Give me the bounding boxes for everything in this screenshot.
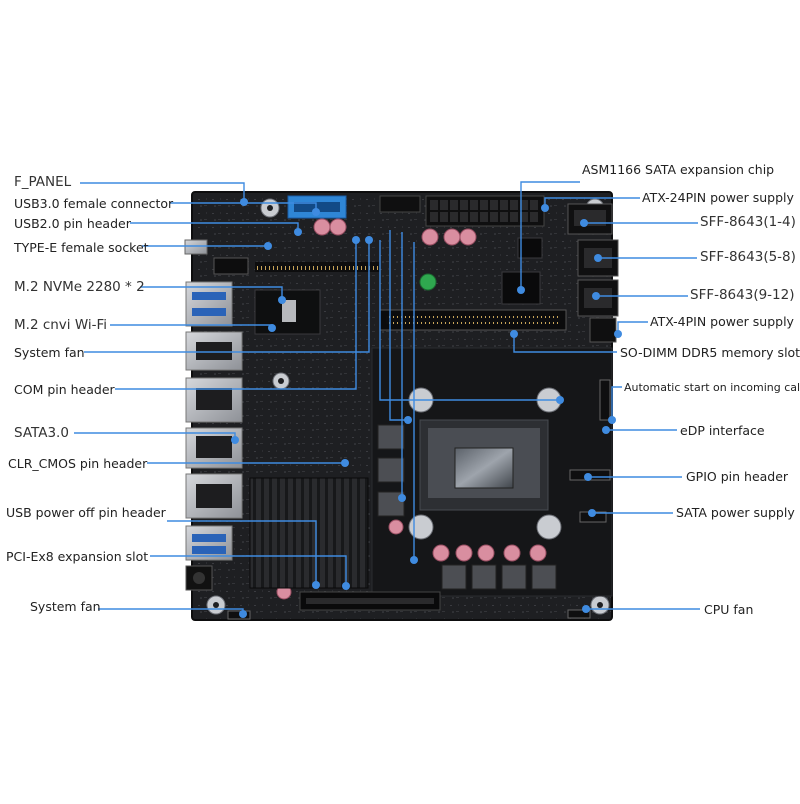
atx-4pin-part <box>589 317 617 343</box>
label-asm1166-sata-chip: ASM1166 SATA expansion chip <box>582 162 775 177</box>
label-f-panel: F_PANEL <box>14 174 72 190</box>
label-sff-8643-5-8: SFF-8643(5-8) <box>700 249 796 265</box>
label-sata3: SATA3.0 <box>14 425 69 441</box>
label-cpu-fan: CPU fan <box>704 602 754 617</box>
label-clr-cmos-pin-header: CLR_CMOS pin header <box>8 456 148 471</box>
label-atx-24pin-power: ATX-24PIN power supply <box>642 190 794 205</box>
leader-dots <box>231 198 622 618</box>
label-usb3-female-connector: USB3.0 female connector <box>14 196 174 211</box>
heatsink-part <box>249 477 369 589</box>
label-usb2-pin-header: USB2.0 pin header <box>14 216 131 231</box>
label-system-fan: System fan <box>30 599 101 614</box>
label-com-pin-header: COM pin header <box>14 382 115 397</box>
label-atx-4pin-power: ATX-4PIN power supply <box>650 314 794 329</box>
usb3-header-part <box>287 195 347 219</box>
label-gpio-pin-header: GPIO pin header <box>686 469 789 484</box>
label-m2-nvme: M.2 NVMe 2280 * 2 <box>14 279 145 295</box>
label-so-dimm-ddr5-slot: SO-DIMM DDR5 memory slot <box>620 345 800 360</box>
label-m2-cnvi-wifi: M.2 cnvi Wi-Fi <box>14 317 108 333</box>
so-dimm-slot-part <box>379 309 567 331</box>
label-sff-8643-9-12: SFF-8643(9-12) <box>690 287 795 303</box>
label-usb-power-off-pin-header: USB power off pin header <box>6 505 166 520</box>
label-edp-interface: eDP interface <box>680 423 765 438</box>
cpu-area-part <box>371 347 613 597</box>
label-sff-8643-1-4: SFF-8643(1-4) <box>700 214 796 230</box>
label-automatic-start-incoming-call: Automatic start on incoming call <box>624 381 800 394</box>
label-pci-ex8-expansion-slot: PCI-Ex8 expansion slot <box>6 549 149 564</box>
rear-io-ports <box>184 239 249 591</box>
pcie-x8-slot-part <box>299 591 441 611</box>
m2-slot-parts <box>254 262 380 335</box>
atx-24pin-part <box>379 195 545 227</box>
label-sata-power-supply: SATA power supply <box>676 505 795 520</box>
label-system-fan: System fan <box>14 345 85 360</box>
label-type-e-female-socket: TYPE-E female socket <box>14 240 149 255</box>
vrm-chokes-part <box>377 424 557 590</box>
